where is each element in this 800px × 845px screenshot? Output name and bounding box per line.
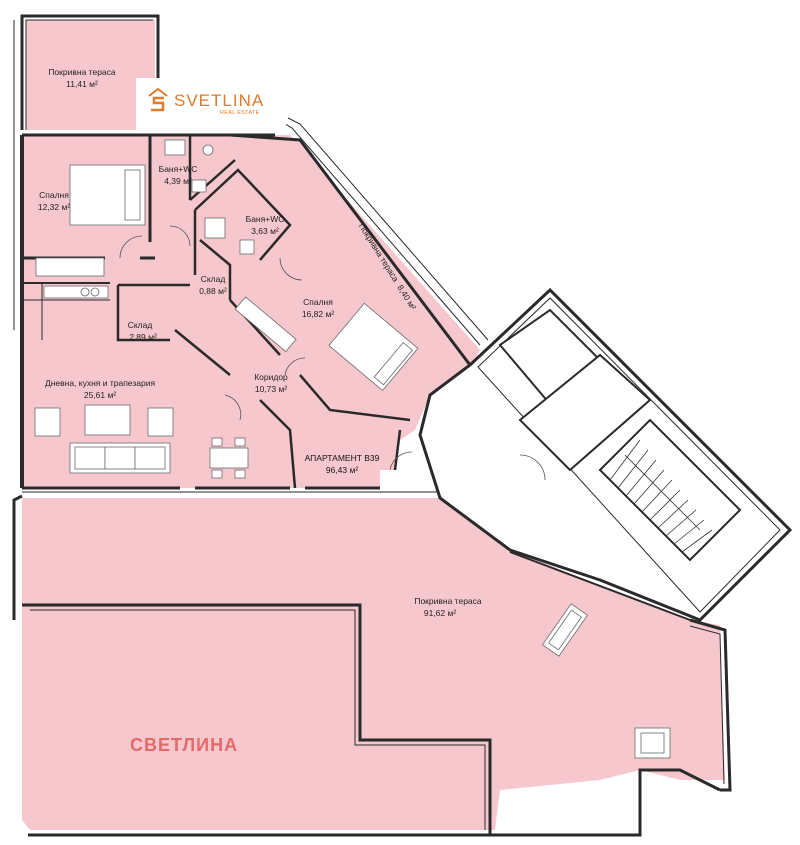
bedroom-2-name: Спалня <box>303 297 333 307</box>
brand-name: SVETLINA <box>174 91 265 110</box>
bathroom-2-name: Баня+WC <box>246 214 285 224</box>
roof-terrace-large-area[interactable] <box>22 498 725 830</box>
interior-walls <box>22 135 411 489</box>
apartment-area-label: 96,43 м² <box>326 465 358 475</box>
storage-1-name: Склад <box>201 274 226 284</box>
corridor-name: Коридор <box>254 372 288 382</box>
logo-mark-icon <box>148 87 168 112</box>
storage-2-name: Склад <box>128 320 153 330</box>
bedroom-2-area-label: 16,82 м² <box>302 309 334 319</box>
door-swings <box>119 225 413 471</box>
brand-tagline: REAL ESTATE <box>220 110 260 116</box>
apartment-name: АПАРТАМЕНТ В39 <box>305 453 380 463</box>
stairs <box>598 418 742 562</box>
storage-1-area-label: 0,88 м² <box>199 286 227 296</box>
stair-core <box>418 287 793 622</box>
furniture <box>34 139 671 759</box>
corridor-area-label: 10,73 м² <box>255 384 287 394</box>
bathroom-2-area-label: 3,63 м² <box>251 226 279 236</box>
roof-terrace-large-name: Покривна тераса <box>414 596 482 606</box>
roof-terrace-small-area[interactable] <box>26 20 155 130</box>
bedroom-1-name: Спалня <box>39 190 69 200</box>
storage-2-area-label: 2,89 м² <box>129 332 157 342</box>
bathroom-1-name: Баня+WC <box>159 164 198 174</box>
watermark-text: СВЕТЛИНА <box>130 735 239 755</box>
brand-logo: SVETLINA REAL ESTATE <box>136 78 286 130</box>
dining-table <box>209 447 249 469</box>
living-area-label: 25,61 м² <box>84 390 116 400</box>
living-name: Дневна, кухня и трапезария <box>45 378 156 388</box>
roof-terrace-large-area-label: 91,62 м² <box>424 608 456 618</box>
roof-terrace-small-area-label: 11,41 м² <box>66 79 98 89</box>
roof-terrace-small-name: Покривна тераса <box>48 67 116 77</box>
bedroom-1-area-label: 12,32 м² <box>38 202 70 212</box>
bathroom-1-area-label: 4,39 м² <box>164 176 192 186</box>
